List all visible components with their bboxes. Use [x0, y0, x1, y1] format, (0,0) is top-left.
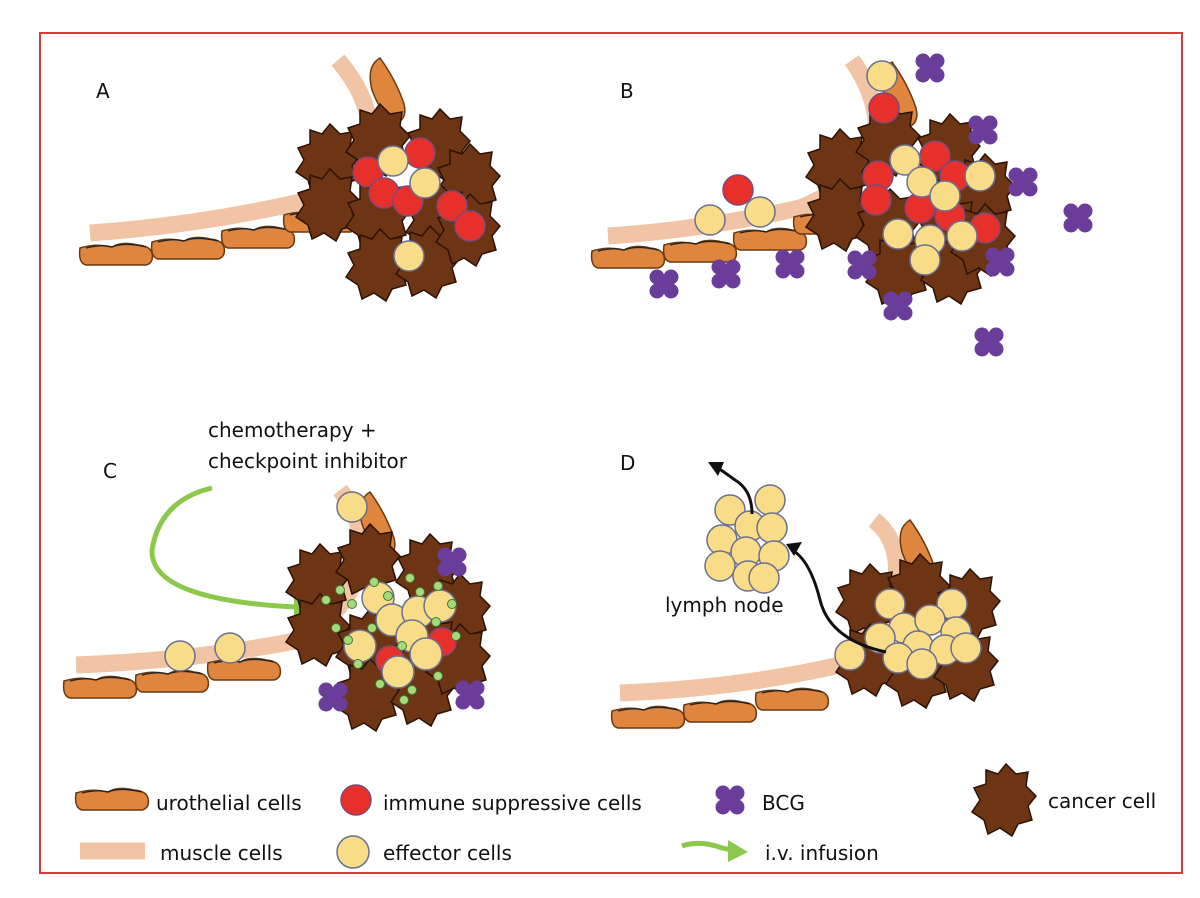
panel-a: A — [78, 54, 501, 302]
lymph-node-effector-cells — [704, 484, 790, 594]
legend-cancer-label: cancer cell — [1048, 789, 1156, 813]
panel-c-annotation-line2: checkpoint inhibitor — [208, 449, 408, 473]
exit-arrowhead — [708, 462, 724, 476]
legend-infusion-arrowhead — [728, 840, 748, 862]
iv-infusion-arrow — [149, 485, 297, 610]
tumor-effector-cells — [834, 588, 982, 680]
legend-suppressive-label: immune suppressive cells — [383, 791, 642, 815]
lymph-node-label: lymph node — [665, 593, 784, 617]
legend-urothelial-icon — [74, 787, 150, 811]
legend-effector-label: effector cells — [383, 841, 512, 865]
panel-a-label: A — [96, 79, 110, 103]
panel-c-label: C — [103, 459, 117, 483]
effector-cells — [377, 145, 441, 272]
migration-arrow — [791, 548, 887, 654]
legend-urothelial-label: urothelial cells — [156, 791, 302, 815]
panel-b-label: B — [620, 79, 634, 103]
migration-arrowhead — [786, 542, 802, 556]
legend-infusion-label: i.v. infusion — [765, 841, 879, 865]
panel-d: D — [610, 451, 1001, 729]
legend-effector-icon — [336, 835, 370, 869]
legend-bcg-icon — [715, 785, 745, 815]
immune-suppressive-cells — [352, 137, 486, 242]
panel-b: B — [590, 53, 1093, 357]
effector-cells — [694, 60, 996, 276]
legend-infusion-icon — [681, 840, 733, 853]
legend-muscle-label: muscle cells — [160, 841, 283, 865]
legend-cancer: cancer cell — [971, 763, 1156, 837]
legend-effector: effector cells — [336, 835, 512, 869]
legend-infusion: i.v. infusion — [681, 840, 879, 865]
legend-immune-suppressive: immune suppressive cells — [340, 784, 642, 816]
legend-bcg: BCG — [715, 785, 805, 815]
legend: urothelial cells muscle cells immune sup… — [74, 763, 1156, 869]
panel-c-annotation-line1: chemotherapy + — [208, 418, 377, 442]
legend-muscle: muscle cells — [80, 841, 283, 865]
legend-bcg-label: BCG — [762, 791, 805, 815]
exit-arrow — [717, 466, 754, 515]
legend-cancer-icon — [971, 763, 1037, 837]
panel-c: C chemotherapy + checkpoint inhibitor — [62, 418, 491, 732]
legend-suppressive-icon — [340, 784, 372, 816]
legend-urothelial: urothelial cells — [74, 787, 302, 815]
figure-frame — [39, 32, 1183, 874]
panel-d-label: D — [620, 451, 635, 475]
chemotherapy-drug-particles — [321, 573, 461, 705]
